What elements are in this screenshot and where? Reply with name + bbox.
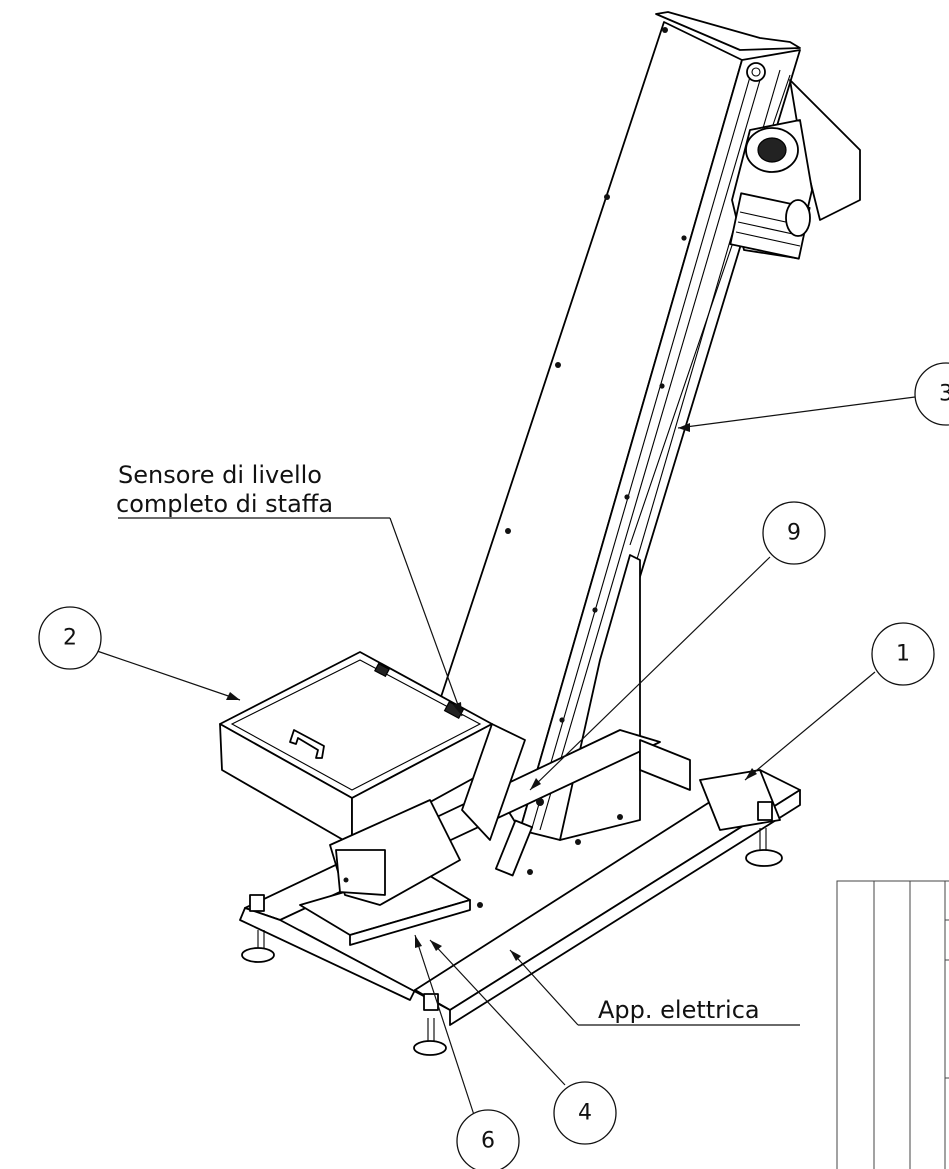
leveling-feet (241, 801, 783, 1056)
balloon-4-label: 4 (578, 1101, 592, 1126)
note-level-sensor: Sensore di livello completo di staffa (116, 461, 333, 518)
note-level-sensor-line1: Sensore di livello (118, 461, 322, 489)
foot-front (413, 993, 447, 1056)
balloon-6-label: 6 (481, 1129, 495, 1154)
drive-motor (729, 79, 861, 260)
hopper (219, 651, 526, 906)
note-electrical: App. elettrica (598, 996, 760, 1024)
leader-lines (96, 396, 916, 1119)
balloon-1: 1 (871, 622, 935, 686)
balloon-2-label: 2 (63, 626, 77, 651)
title-block (836, 880, 949, 1169)
note-level-sensor-line2: completo di staffa (116, 490, 333, 518)
note-electrical-text: App. elettrica (598, 996, 760, 1024)
balloon-9-label: 9 (787, 521, 801, 546)
foot-left (241, 894, 275, 963)
inclined-conveyor (439, 11, 801, 841)
balloon-3: 3 (914, 362, 949, 426)
sensor-bracket (495, 798, 544, 877)
balloon-6: 6 (456, 1109, 520, 1169)
balloon-3-label: 3 (939, 382, 949, 407)
balloon-9: 9 (762, 501, 826, 565)
balloon-1-label: 1 (896, 642, 910, 667)
balloon-2: 2 (38, 606, 102, 670)
balloon-4: 4 (553, 1081, 617, 1145)
foot-right (745, 801, 783, 867)
